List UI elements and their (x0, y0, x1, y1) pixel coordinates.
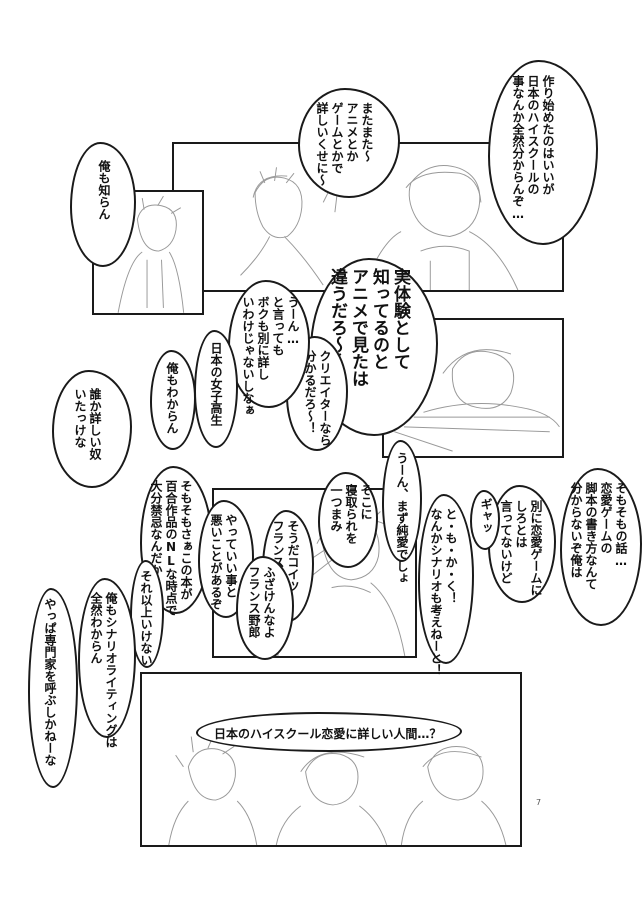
bubble-17-text: やっていい事と 悪いことがあるぞ (209, 514, 238, 610)
speech-bubble-13 (418, 494, 474, 664)
speech-bubble-14 (382, 440, 422, 562)
bubble-14-text: うーん、まず純愛でしょ (395, 452, 409, 584)
bubble-5-text: クリエイターなら 分かるだろ〜！ (303, 350, 332, 446)
speech-bubble-10 (560, 468, 642, 626)
speech-bubble-11 (488, 485, 556, 603)
bubble-12-text: ギャッ (479, 498, 493, 534)
speech-bubble-12 (470, 490, 500, 550)
speech-bubble-3 (70, 142, 136, 267)
speech-bubble-23 (196, 712, 462, 752)
bubble-8-text: 俺もわからん (165, 362, 179, 434)
bubble-10-text: そもそもの話… 恋愛ゲームの 脚本の書き方なんて 分からないぞ俺は (569, 482, 628, 590)
bubble-20-text: それ以上いけない (139, 570, 153, 666)
bubble-15-text: そこに 寝取られを 一つまみ (329, 484, 373, 544)
bubble-3-text: 俺も知らん (97, 160, 111, 220)
bubble-1-text: 作り始めたのはいいが 日本のハイスクールの 事なんか全然分からんぞ… (511, 75, 555, 221)
speech-bubble-1 (488, 60, 598, 245)
panel-5 (140, 672, 522, 847)
bubble-16-text: そもそもさぁこの本が 百合作品のNLな時点で 大分禁忌なんだから (149, 480, 193, 616)
bubble-6-text: うーん… と言っても ボクも別に詳し いわけじゃないしなぁ (241, 296, 300, 416)
bubble-22-text: やっぱ専門家を呼ぶしかねーな (43, 598, 57, 766)
speech-bubble-8 (150, 350, 196, 450)
bubble-13-text: と・も・か・く！ なんかシナリオも考えねーと！ (429, 508, 458, 676)
speech-bubble-2 (298, 88, 400, 198)
bubble-7-text: 日本の女子高生 (209, 342, 223, 426)
speech-bubble-21 (78, 578, 136, 738)
bubble-2-text: またまた〜 アニメとか ゲームとかで 詳しいくせに〜 (315, 102, 374, 186)
speech-bubble-15 (318, 472, 378, 568)
panel-5-art (168, 734, 507, 845)
page-number: 7 (536, 798, 542, 807)
bubble-9-text: 誰か詳しい奴 いたっけな (73, 388, 102, 460)
panel-3-art (394, 349, 560, 452)
speech-bubble-9 (52, 370, 132, 488)
bubble-23-text: 日本のハイスクール恋愛に詳しい人間…？ (214, 727, 442, 741)
speech-bubble-22 (28, 588, 78, 788)
bubble-19-text: ふざけんなよ フランス野郎 (247, 566, 276, 638)
speech-bubble-19 (236, 556, 294, 660)
bubble-21-text: 俺もシナリオライティングは 全然わからん (89, 592, 118, 748)
bubble-11-text: 別に恋愛ゲームに しろとは 言ってないけど (499, 500, 543, 596)
